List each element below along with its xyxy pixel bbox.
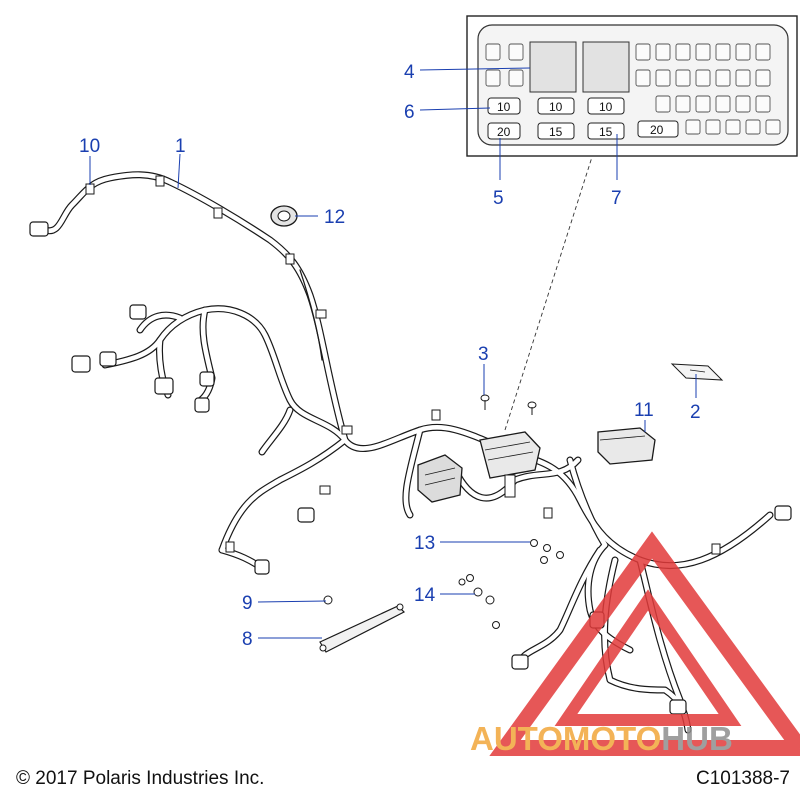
diagram-id: C101388-7 [695,768,790,789]
watermark-text: AUTOMOTO [470,720,661,757]
callout-10: 10 [79,136,100,157]
fuse-label: 10 [599,100,613,114]
callout-12: 12 [324,207,345,228]
callout-5: 5 [493,188,504,209]
callout-13: 13 [414,533,435,554]
fuse-box-assembly [479,431,541,498]
callout-7: 7 [611,188,622,209]
fasteners [323,539,564,629]
watermark-logo: AUTOMOTOHUB [470,531,800,757]
callout-6: 6 [404,102,415,123]
fuse-slot-grid [485,43,781,135]
module-part [597,427,656,465]
decal-part [670,363,724,381]
fuse-label: 20 [650,123,664,137]
fuse-label: 15 [549,125,563,139]
callout-9: 9 [242,593,253,614]
wire-harness [41,171,774,734]
relay [529,41,577,93]
fuse-label: 10 [549,100,563,114]
svg-text:AUTOMOTOHUB: AUTOMOTOHUB [470,720,733,757]
callout-8: 8 [242,629,253,650]
bracket-strap [319,603,406,653]
callout-1: 1 [175,136,186,157]
harness-connectors [29,221,792,715]
fuse-label: 10 [497,100,511,114]
callout-2: 2 [690,402,701,423]
callout-3: 3 [478,344,489,365]
copyright-notice: © 2017 Polaris Industries Inc. [16,768,265,789]
detail-link-line [504,156,593,431]
watermark-text-hub: HUB [661,720,733,757]
ecu-connector [417,454,463,503]
fuse-box-inset: 10 10 10 20 15 15 20 [466,15,798,157]
relay [582,41,630,93]
callout-labels: 1 2 3 4 5 6 7 8 9 10 11 12 13 14 [79,62,701,650]
grommet-part [270,205,298,227]
fuse-label: 20 [497,125,511,139]
fuses [487,97,679,140]
callout-4: 4 [404,62,415,83]
leader-lines [89,67,697,639]
screw-part [480,394,537,415]
callout-11: 11 [634,400,654,421]
harness-clips [85,175,721,555]
callout-14: 14 [414,585,436,606]
fuse-label: 15 [599,125,613,139]
